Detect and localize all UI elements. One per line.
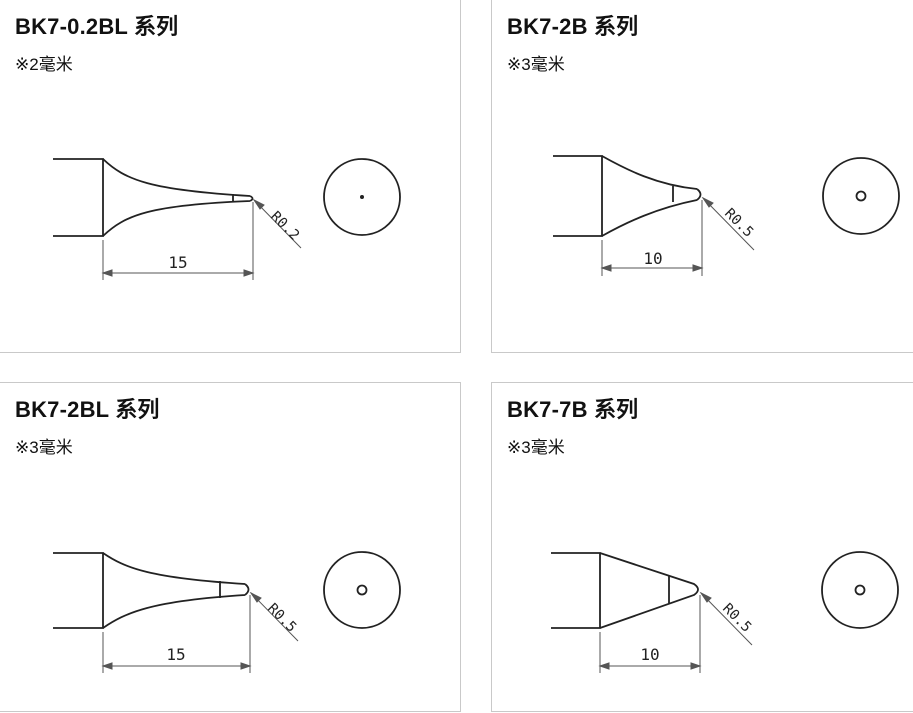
radius-label: R0.2 (267, 209, 302, 244)
tip-hole (855, 190, 867, 202)
radius-label: R0.5 (719, 601, 754, 636)
size-note: ※2毫米 (15, 55, 73, 74)
size-note: ※3毫米 (507, 438, 565, 457)
size-note: ※3毫米 (15, 438, 73, 457)
length-label: 10 (643, 249, 662, 268)
product-title: BK7-2B 系列 (507, 14, 639, 39)
product-card-bk7-7b: BK7-7B 系列 ※3毫米 10 R0.5 (491, 382, 913, 712)
size-note: ※3毫米 (507, 55, 565, 74)
product-title: BK7-2BL 系列 (15, 397, 160, 422)
radius-label: R0.5 (264, 601, 299, 636)
tip-end-circle (323, 551, 401, 629)
tip-hole (356, 584, 368, 596)
length-label: 15 (168, 253, 187, 272)
tip-diagram: 10 R0.5 (551, 551, 899, 673)
radius-label: R0.5 (721, 206, 756, 241)
product-card-bk7-0-2bl: BK7-0.2BL 系列 ※2毫米 15 R0.2 (0, 0, 461, 353)
tip-hole (360, 195, 364, 199)
tip-outline (53, 158, 254, 237)
tip-hole (854, 584, 866, 596)
tip-end-circle (822, 157, 900, 235)
tip-outline (551, 552, 699, 629)
product-card-bk7-2b: BK7-2B 系列 ※3毫米 10 R0.5 (491, 0, 913, 353)
product-card-bk7-2bl: BK7-2BL 系列 ※3毫米 15 R0.5 (0, 382, 461, 712)
tip-outline (553, 155, 702, 237)
tip-outline (53, 552, 250, 629)
tip-end-circle (323, 158, 401, 236)
length-label: 10 (640, 645, 659, 664)
product-title: BK7-7B 系列 (507, 397, 639, 422)
tip-diagram: 10 R0.5 (553, 155, 900, 276)
tip-end-circle (821, 551, 899, 629)
tip-diagram: 15 R0.5 (53, 551, 401, 673)
tip-diagram: 15 R0.2 (53, 158, 401, 280)
length-label: 15 (166, 645, 185, 664)
product-title: BK7-0.2BL 系列 (15, 14, 179, 39)
